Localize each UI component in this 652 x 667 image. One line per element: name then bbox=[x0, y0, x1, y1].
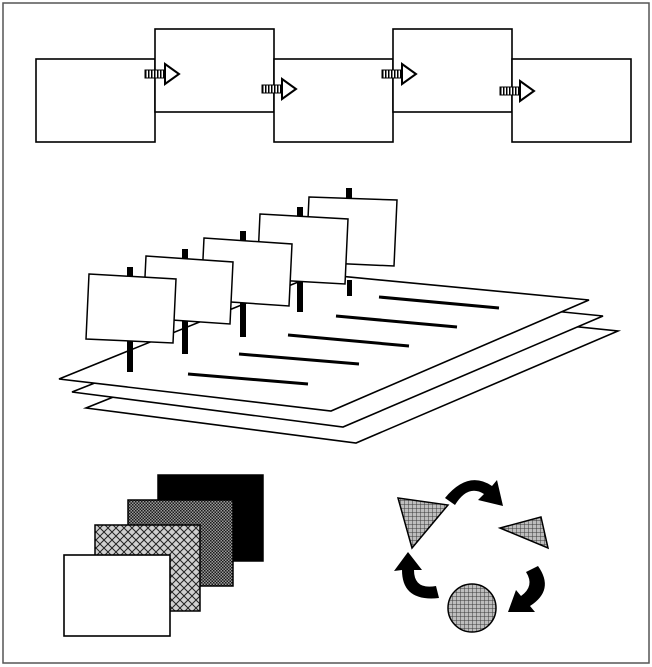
sheet-line bbox=[287, 333, 410, 348]
process-flow bbox=[35, 28, 632, 143]
cycle-arrow bbox=[394, 552, 439, 599]
flow-box bbox=[35, 58, 156, 143]
flow-box bbox=[511, 58, 632, 143]
process-flow-arrows bbox=[144, 62, 536, 103]
sheet-line bbox=[238, 352, 360, 366]
flow-arrow bbox=[499, 79, 536, 103]
flow-box bbox=[392, 28, 513, 113]
triangle-right bbox=[497, 516, 550, 550]
signpost bbox=[85, 267, 177, 372]
layered-signposts bbox=[58, 188, 622, 444]
sheet-line bbox=[335, 314, 458, 329]
flow-arrow bbox=[381, 62, 418, 86]
stacked-layers bbox=[63, 474, 264, 637]
sheet-line bbox=[187, 372, 309, 386]
flow-arrow bbox=[261, 77, 298, 101]
cycle-arrow bbox=[508, 566, 545, 612]
cycle-circle bbox=[447, 583, 497, 633]
flow-box bbox=[273, 58, 394, 143]
flow-arrow bbox=[144, 62, 181, 86]
sheet-line bbox=[378, 295, 500, 310]
cycle-arrow bbox=[445, 480, 503, 506]
cycle bbox=[394, 480, 550, 633]
sheet bbox=[58, 273, 590, 412]
cycle-arrows bbox=[394, 480, 545, 612]
sheet-lines bbox=[187, 295, 500, 386]
layer-white bbox=[63, 554, 171, 637]
triangle-left bbox=[396, 497, 450, 550]
